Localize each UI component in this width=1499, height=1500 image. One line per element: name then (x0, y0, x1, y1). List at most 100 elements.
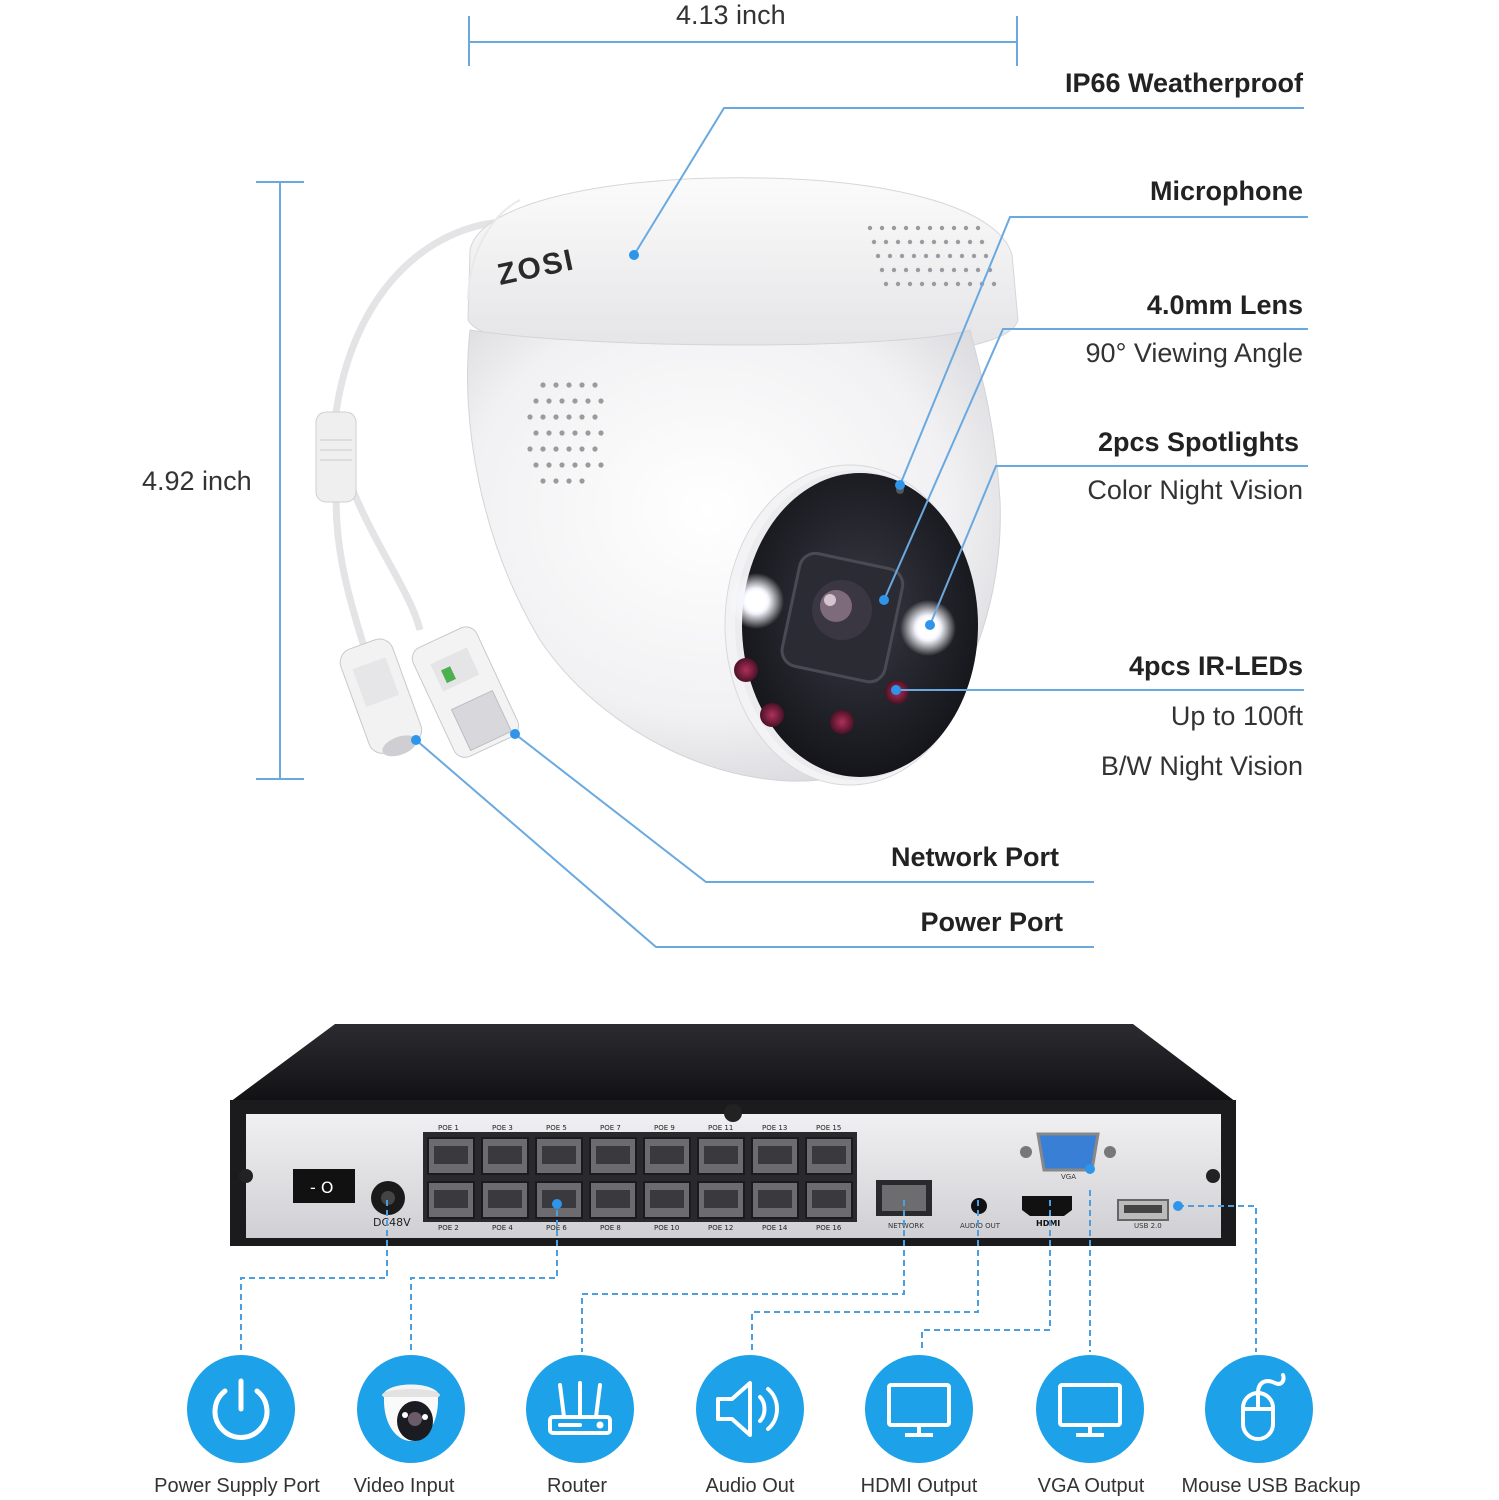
audio-port-label: AUDIO OUT (960, 1222, 1001, 1230)
cap-grille-hole (895, 239, 901, 245)
grille-hole (553, 382, 559, 388)
grille-hole (579, 414, 585, 420)
grille-hole (585, 462, 591, 468)
cap-grille-hole (923, 253, 929, 259)
grille-hole (566, 414, 572, 420)
grille-hole (598, 462, 604, 468)
dc-label: DC48V (373, 1216, 411, 1229)
grille-hole (579, 478, 585, 484)
cap-grille-hole (875, 253, 881, 259)
cap-grille-hole (967, 239, 973, 245)
cap-grille-hole (895, 281, 901, 287)
power-switch[interactable] (293, 1169, 355, 1203)
cap-grille-hole (927, 267, 933, 273)
network-connector (411, 626, 520, 758)
poe-label: POE 15 (816, 1124, 842, 1132)
callout-network-port: Network Port (890, 842, 1059, 872)
poe-port-socket (650, 1146, 684, 1164)
callout-spotlights: 2pcs Spotlights (1097, 427, 1299, 457)
grille-hole (572, 462, 578, 468)
cap-grille-hole (975, 267, 981, 273)
grille-hole (579, 446, 585, 452)
cap-grille-hole (891, 225, 897, 231)
icon-label-audio-out: Audio Out (705, 1475, 795, 1497)
grille-hole (533, 430, 539, 436)
poe-label: POE 1 (438, 1124, 459, 1132)
callout-irleds: 4pcs IR-LEDs (1128, 651, 1303, 681)
grille-hole (546, 398, 552, 404)
camera-icon (357, 1355, 465, 1463)
cap-grille-hole (907, 239, 913, 245)
cap-grille-hole (963, 225, 969, 231)
cap-grille-hole (971, 253, 977, 259)
grille-hole (559, 430, 565, 436)
grille-hole (566, 382, 572, 388)
icon-label-hdmi-output: HDMI Output (860, 1475, 978, 1497)
grille-hole (559, 462, 565, 468)
cable-splitter (315, 411, 357, 503)
usb-port-label: USB 2.0 (1134, 1222, 1162, 1230)
grille-hole (533, 462, 539, 468)
width-label: 4.13 inch (676, 0, 786, 30)
mouse-icon (1205, 1355, 1313, 1463)
cap-grille-hole (915, 267, 921, 273)
poe-label: POE 5 (546, 1124, 567, 1132)
grille-hole (527, 414, 533, 420)
cap-grille-hole (935, 253, 941, 259)
cap-grille-hole (931, 281, 937, 287)
poe-label: POE 7 (600, 1124, 621, 1132)
callout-lens: 4.0mm Lens (1146, 290, 1303, 320)
monitor-icon (865, 1355, 973, 1463)
grille-hole (533, 398, 539, 404)
grille-hole (579, 382, 585, 388)
grille-hole (572, 398, 578, 404)
hdmi-port-label: HDMI (1036, 1219, 1061, 1228)
poe-label: POE 14 (762, 1224, 788, 1232)
grille-hole (585, 398, 591, 404)
power-connector (339, 638, 423, 757)
width-dimension (468, 16, 1018, 66)
cap-grille-hole (867, 225, 873, 231)
poe-port-socket (596, 1190, 630, 1208)
poe-port-socket (704, 1146, 738, 1164)
poe-port-socket (434, 1146, 468, 1164)
callout-lens-sub: 90° Viewing Angle (1085, 338, 1303, 368)
vga-port-label: VGA (1061, 1173, 1077, 1181)
cap-grille-hole (975, 225, 981, 231)
cap-grille-hole (959, 253, 965, 259)
grille-hole (553, 478, 559, 484)
cap-grille-hole (939, 267, 945, 273)
grille-hole (592, 382, 598, 388)
cap-grille-hole (919, 281, 925, 287)
callout-lines (415, 107, 1308, 948)
grille-hole (553, 446, 559, 452)
speaker-grille (527, 382, 604, 484)
cap-grille-hole (903, 267, 909, 273)
poe-label: POE 3 (492, 1124, 513, 1132)
grille-hole (546, 462, 552, 468)
poe-port-socket (758, 1190, 792, 1208)
cap-grille-hole (915, 225, 921, 231)
cap-grille-hole (967, 281, 973, 287)
callout-dots (411, 250, 935, 745)
cap-grille-hole (883, 239, 889, 245)
poe-label: POE 6 (546, 1224, 567, 1232)
poe-port-socket (812, 1146, 846, 1164)
poe-port-socket (650, 1190, 684, 1208)
connector-dots (552, 1199, 1183, 1211)
poe-port-socket (758, 1146, 792, 1164)
grille-hole (540, 382, 546, 388)
cap-grille-hole (879, 267, 885, 273)
nvr-illustration: - O (230, 1024, 1236, 1246)
cap-grille-hole (911, 253, 917, 259)
cap-grille-hole (951, 267, 957, 273)
vga-dot (1085, 1164, 1095, 1174)
cap-grille-hole (963, 267, 969, 273)
poe-label: POE 16 (816, 1224, 842, 1232)
nvr-top (230, 1024, 1236, 1102)
poe-label: POE 12 (708, 1224, 734, 1232)
height-dimension (256, 181, 304, 780)
icon-label-mouse-usb-backup: Mouse USB Backup (1181, 1475, 1361, 1497)
hdmi-port (1022, 1196, 1072, 1216)
